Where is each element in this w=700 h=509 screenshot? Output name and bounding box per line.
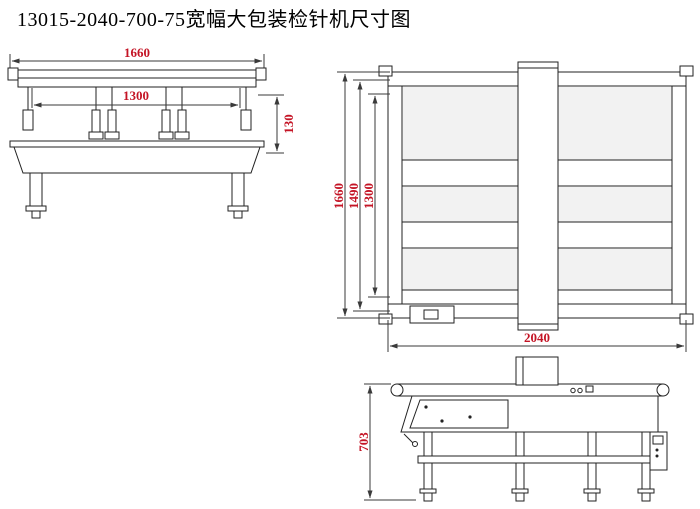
detector-hanger [107,109,117,133]
front-machine [7,67,267,219]
gantry-cap-lines [518,67,558,325]
dim-text-top-overall-depth: 1660 [331,183,346,209]
front-dim-detection-width: 1300 [31,88,241,108]
foot-pad [31,210,41,219]
dim-text-front-head-height: 130 [281,114,296,134]
indicator-lamp [570,387,576,394]
front-dim-head-height: 130 [258,94,296,154]
dim-text-front-overall-width: 1660 [124,45,150,60]
belt-roller [656,383,670,397]
witness-lines [337,71,390,319]
bolt [655,448,659,452]
foot-plate [511,488,529,494]
detector-foot [104,131,120,140]
foot-plate [419,488,437,494]
length-dimension: 2040 [387,320,687,352]
bolt [468,415,472,419]
foot-pad [423,492,433,502]
front-view: 1660 [7,45,296,219]
detector-gantry-column [517,61,559,331]
detector-foot [174,131,190,140]
corner-tab [679,65,694,77]
end-bracket [240,109,252,131]
detector-hanger [91,109,101,133]
side-dim-overall-height: 703 [356,383,416,501]
detector-hanger [177,109,187,133]
foot-plate [583,488,601,494]
caster-bracket [403,433,414,444]
beam-end-cap [255,67,267,81]
corner-tab [378,313,393,325]
apron-panel [13,146,261,174]
drawing-title: 13015-2040-700-75宽幅大包装检针机尺寸图 [17,9,411,31]
bolt [655,454,659,458]
front-dim-overall-width: 1660 [9,45,265,71]
witness-lines [364,383,416,501]
side-access-panel [409,399,509,429]
sub-beam [17,77,257,88]
end-bracket [22,109,34,131]
bolt [424,405,428,409]
top-beam [7,69,267,79]
dim-text-top-inner-depth: 1300 [361,183,376,209]
foot-plate [227,205,249,212]
cross-brace [417,455,655,464]
leg [231,172,245,207]
conveyor-bed [9,140,265,148]
bolt [440,419,444,423]
caster-wheel [412,441,418,447]
witness-lines [258,94,284,154]
top-dim-overall-depth: 1660 [331,71,390,319]
side-machine [390,356,670,502]
dim-text-top-belt-depth: 1490 [346,183,361,209]
top-dim-inner-depth: 1300 [361,93,390,298]
indicator-lamp [577,387,583,394]
corner-tab [378,65,393,77]
witness-lines [368,93,390,298]
hanger-rods-connectors [27,87,247,110]
detector-foot [158,131,174,140]
foot-pad [587,492,597,502]
foot-pad [515,492,525,502]
belt-lines [397,383,663,397]
detector-foot [88,131,104,140]
top-machine [378,61,694,331]
foot-pad [641,492,651,502]
top-view: 1660 1490 1300 [331,61,694,331]
leg [29,172,43,207]
witness-lines [31,88,241,108]
witness-lines [353,79,390,312]
witness-lines [387,320,687,352]
belt-roller [390,383,404,397]
dim-text-overall-length: 2040 [524,330,550,345]
dim-text-side-overall-height: 703 [356,432,371,452]
beam-end-cap [7,67,19,81]
detector-head [515,356,559,386]
foot-plate [25,205,47,212]
top-dim-belt-depth: 1490 [346,79,390,312]
dim-text-front-detection-width: 1300 [123,88,149,103]
control-box-label [423,309,439,320]
side-view: 703 [356,356,670,502]
detector-hanger [161,109,171,133]
sensor-block [585,385,594,393]
foot-pad [233,210,243,219]
electrical-box-detail [652,435,664,445]
foot-plate [637,488,655,494]
body-panel [400,395,659,433]
